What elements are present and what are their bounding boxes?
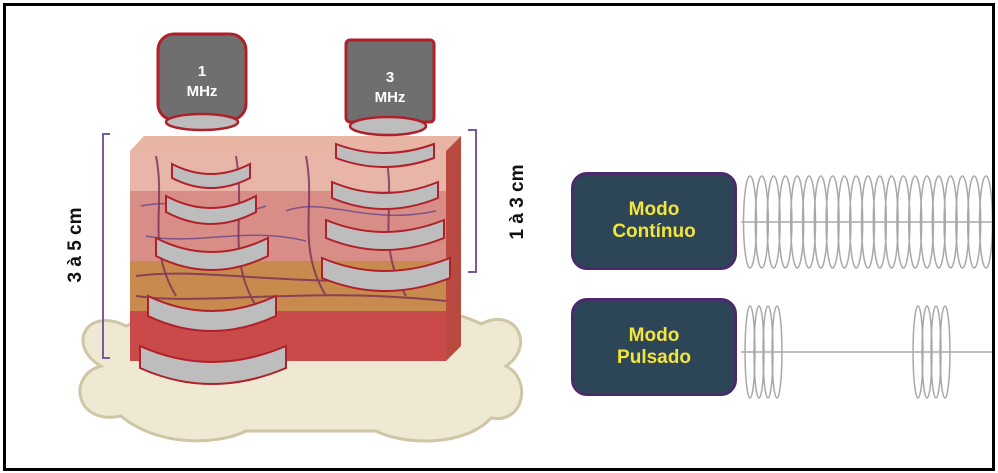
probe-1mhz-unit: MHz	[178, 82, 226, 102]
mode-pulsed-line1: Modo	[629, 325, 680, 347]
probe-3mhz-label: 3 MHz	[366, 68, 414, 108]
mode-continuous-line2: Contínuo	[612, 221, 695, 243]
depth-bracket-high	[468, 130, 476, 272]
probe-3mhz-unit: MHz	[366, 88, 414, 108]
diagram-frame: 1 MHz 3 MHz 3 à 5 cm 1 à 3 cm Modo Contí…	[3, 3, 995, 471]
mode-continuous-line1: Modo	[629, 199, 680, 221]
mode-pulsed-box: Modo Pulsado	[571, 298, 737, 396]
probe-1mhz-value: 1	[178, 62, 226, 82]
depth-label-high: 1 à 3 cm	[507, 152, 529, 252]
mode-continuous-box: Modo Contínuo	[571, 172, 737, 270]
mode-pulsed-line2: Pulsado	[617, 347, 691, 369]
probe-1mhz-label: 1 MHz	[178, 62, 226, 102]
depth-label-low: 3 à 5 cm	[65, 195, 87, 295]
diagram-canvas	[6, 6, 992, 468]
probe-3mhz-value: 3	[366, 68, 414, 88]
